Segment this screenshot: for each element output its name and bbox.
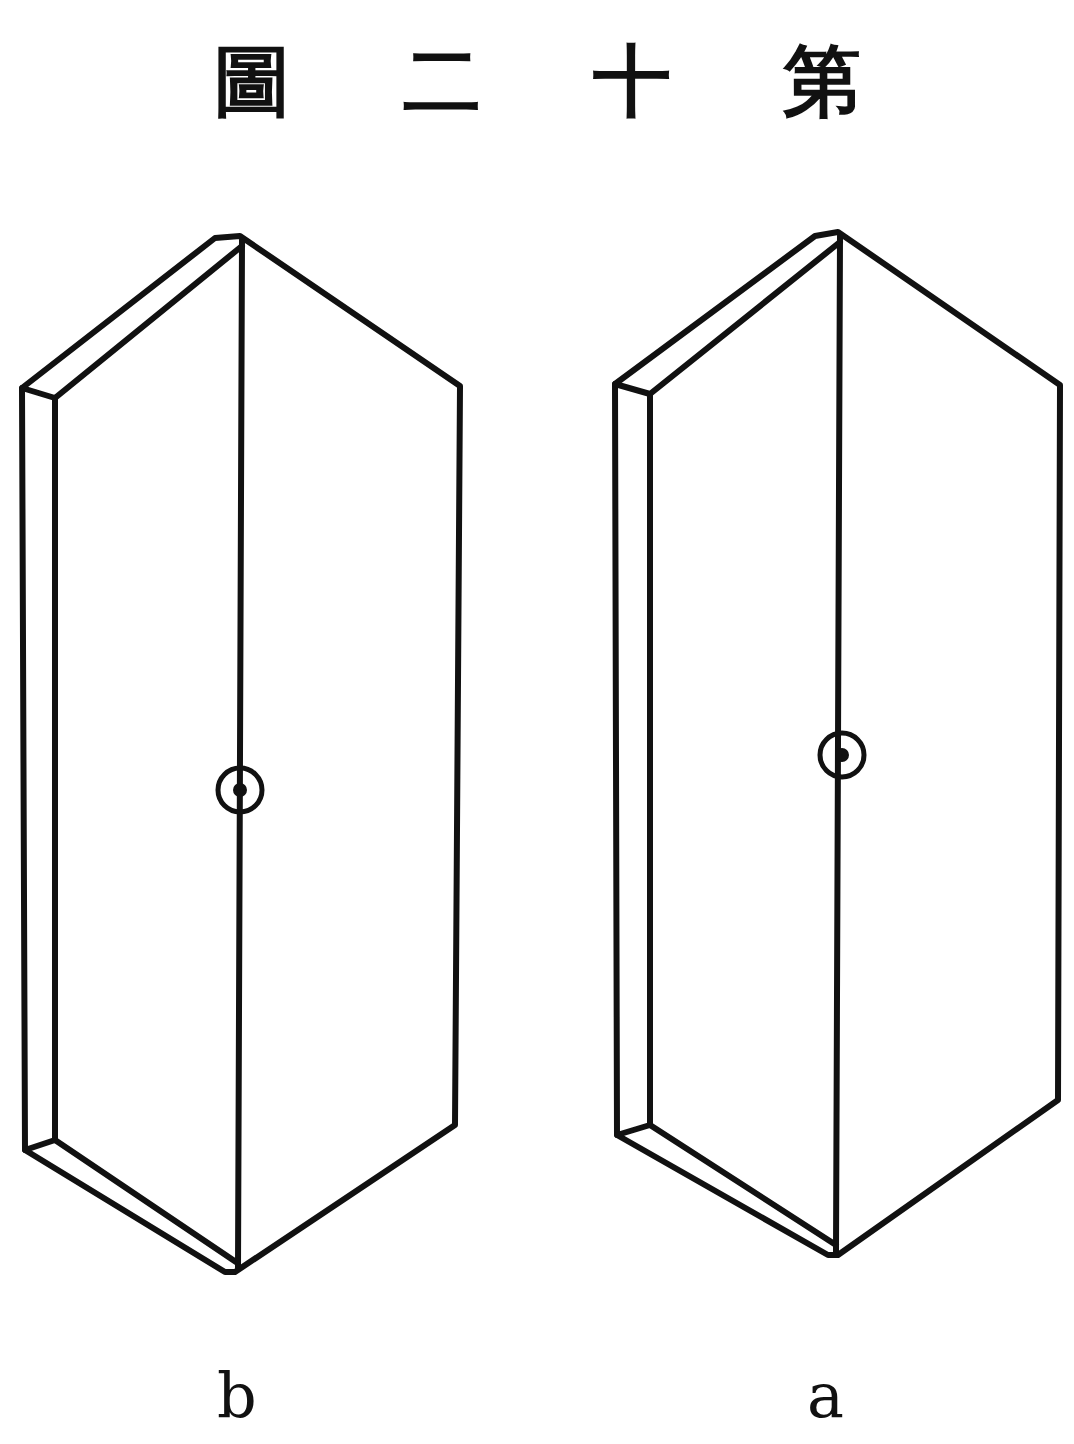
crystal-a bbox=[615, 232, 1060, 1255]
figure-title: 第十二圖 bbox=[0, 42, 1074, 120]
figure-letter: b bbox=[217, 1365, 257, 1427]
figure-letter: a bbox=[807, 1365, 844, 1427]
crystal-b bbox=[22, 236, 460, 1272]
